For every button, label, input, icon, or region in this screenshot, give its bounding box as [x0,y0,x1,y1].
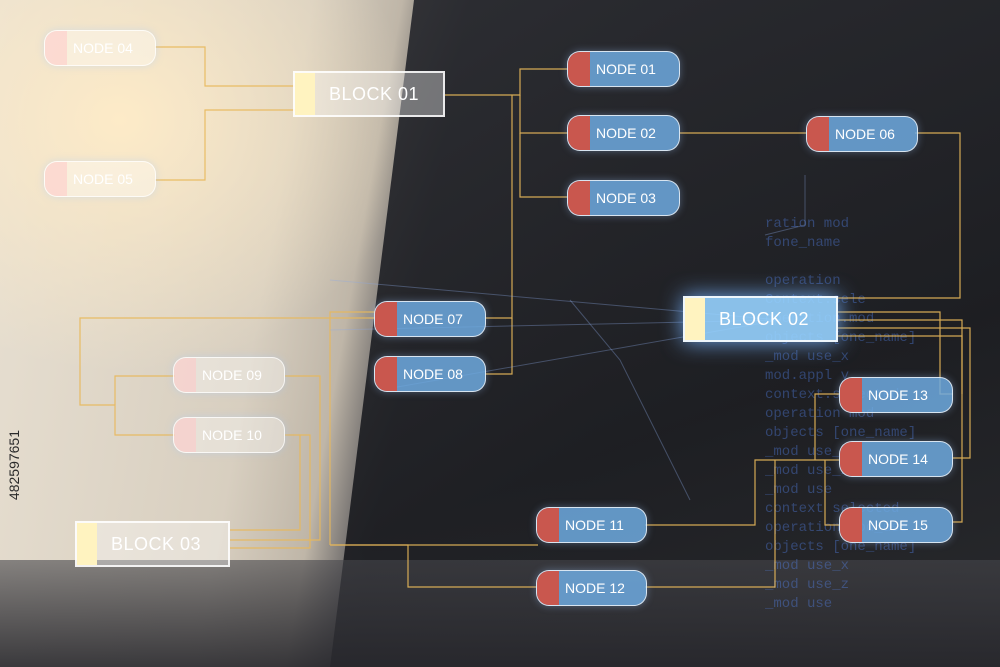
block-label: BLOCK 01 [329,83,420,104]
node-label: NODE 03 [596,190,656,206]
block-01: BLOCK 01 [293,71,445,117]
node-label: NODE 09 [202,367,262,383]
node-label: NODE 13 [868,387,928,403]
node-label: NODE 10 [202,427,262,443]
node-10: NODE 10 [173,417,285,453]
node-15: NODE 15 [839,507,953,543]
node-cap [375,357,397,391]
node-label: NODE 11 [565,517,624,533]
node-label: NODE 07 [403,311,463,327]
node-label: NODE 06 [835,126,895,142]
node-cap [568,181,590,215]
node-cap [840,508,862,542]
node-cap [537,508,559,542]
node-cap [45,162,67,196]
node-14: NODE 14 [839,441,953,477]
node-label: NODE 08 [403,366,463,382]
node-label: NODE 01 [596,61,656,77]
node-cap [174,418,196,452]
node-cap [568,116,590,150]
block-03: BLOCK 03 [75,521,230,567]
block-label: BLOCK 03 [111,533,202,554]
node-label: NODE 02 [596,125,656,141]
node-03: NODE 03 [567,180,680,216]
node-07: NODE 07 [374,301,486,337]
node-cap [375,302,397,336]
node-label: NODE 14 [868,451,928,467]
node-cap [45,31,67,65]
node-label: NODE 04 [73,40,133,56]
node-cap [537,571,559,605]
node-08: NODE 08 [374,356,486,392]
block-cap [295,73,315,115]
node-12: NODE 12 [536,570,647,606]
node-cap [174,358,196,392]
node-13: NODE 13 [839,377,953,413]
node-09: NODE 09 [173,357,285,393]
block-02: BLOCK 02 [683,296,838,342]
block-cap [77,523,97,565]
node-01: NODE 01 [567,51,680,87]
node-cap [840,442,862,476]
node-02: NODE 02 [567,115,680,151]
node-label: NODE 05 [73,171,133,187]
laptop-keyboard [0,560,1000,667]
node-05: NODE 05 [44,161,156,197]
node-06: NODE 06 [806,116,918,152]
node-04: NODE 04 [44,30,156,66]
stock-watermark: 482597651 [6,430,22,501]
node-cap [568,52,590,86]
node-cap [807,117,829,151]
node-label: NODE 12 [565,580,625,596]
node-cap [840,378,862,412]
block-cap [685,298,705,340]
node-11: NODE 11 [536,507,647,543]
node-label: NODE 15 [868,517,928,533]
block-label: BLOCK 02 [719,308,810,329]
